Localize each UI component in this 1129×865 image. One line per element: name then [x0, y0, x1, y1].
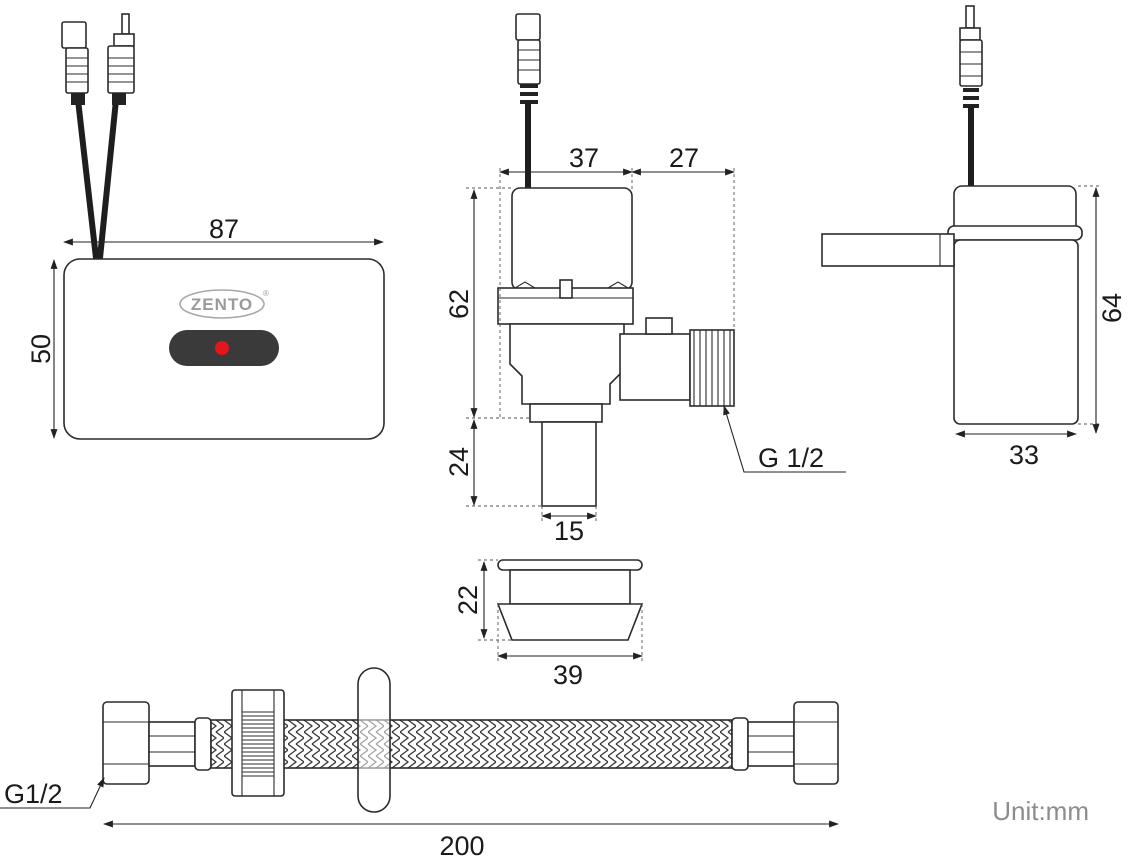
dim-cap-height: 22 — [453, 585, 483, 615]
label-valve-thread: G 1/2 — [758, 443, 824, 473]
svg-text:®: ® — [263, 289, 269, 298]
unit-label: Unit:mm — [992, 796, 1089, 826]
cable-connector-left — [61, 21, 89, 105]
valve-side-view: 64 33 — [821, 5, 1127, 470]
sensor-front-view: ZENTO ® 87 50 — [26, 13, 385, 440]
dim-side-height: 64 — [1097, 293, 1127, 323]
dim-valve-outlet-length: 27 — [669, 143, 699, 173]
dim-valve-height: 62 — [444, 289, 474, 319]
dim-side-width: 33 — [1009, 440, 1039, 470]
dim-valve-body-width: 37 — [569, 143, 599, 173]
dim-hose-length: 200 — [439, 831, 484, 861]
dim-cap-diameter: 39 — [553, 660, 583, 690]
dim-sensor-height: 50 — [26, 334, 56, 364]
thread-lines — [693, 330, 731, 406]
cap-view: 22 39 — [453, 559, 644, 690]
braided-hose: G1/2 200 — [0, 667, 839, 861]
led-indicator — [215, 341, 229, 355]
dim-valve-stem-length: 24 — [444, 447, 474, 477]
valve-front-view: 37 27 62 24 15 G 1/2 — [444, 13, 846, 546]
dim-sensor-width: 87 — [209, 214, 239, 244]
zento-logo: ZENTO ® — [179, 289, 269, 319]
label-hose-thread: G1/2 — [4, 779, 63, 809]
svg-text:ZENTO: ZENTO — [191, 295, 253, 314]
dim-valve-stem-diameter: 15 — [554, 516, 584, 546]
cable-connector-right — [107, 13, 135, 105]
